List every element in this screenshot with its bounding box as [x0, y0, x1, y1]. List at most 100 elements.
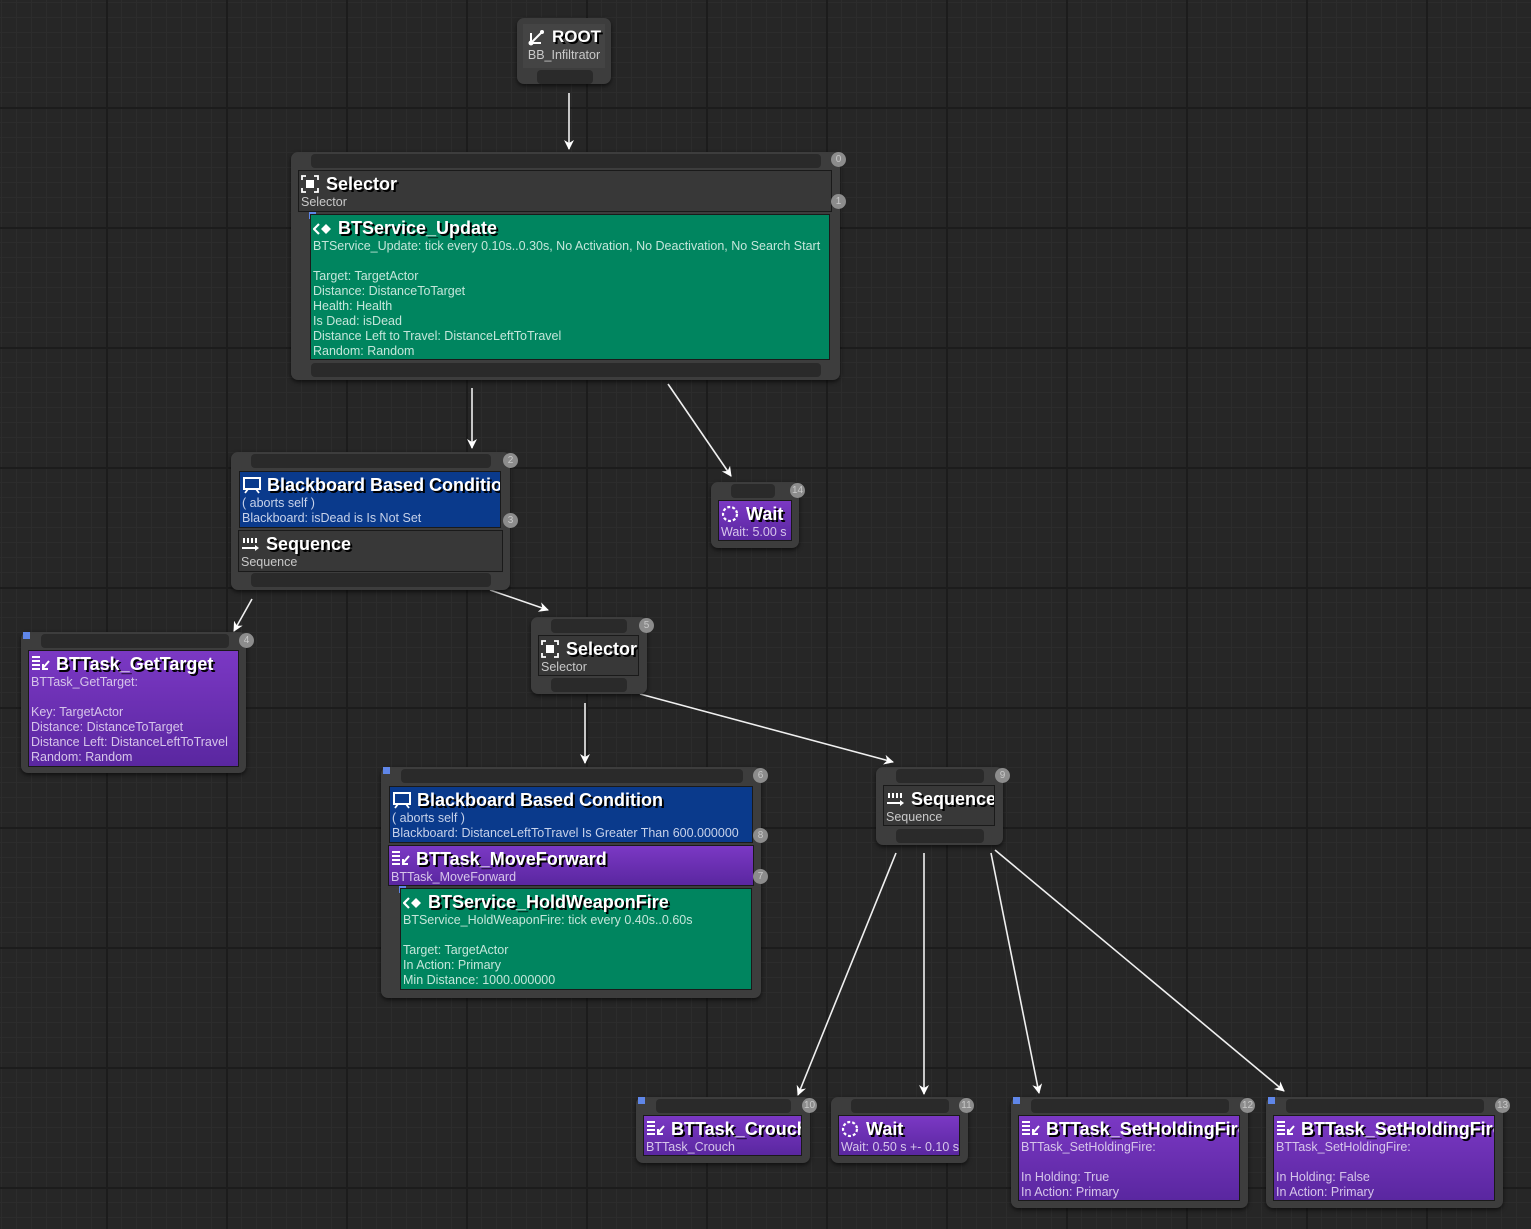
- task-marker: [383, 767, 390, 774]
- execution-index-badge: 9: [995, 768, 1010, 783]
- root-block: ROOT BB_Infiltrator: [523, 24, 605, 68]
- selector-node-inner[interactable]: 5 Selector Selector: [531, 617, 654, 694]
- holdfire-false-details: BTTask_SetHoldingFire: In Holding: False…: [1276, 1140, 1411, 1199]
- execution-index-badge: 10: [802, 1098, 817, 1113]
- holdfire-false-title: BTTask_SetHoldingFire: [1301, 1119, 1495, 1139]
- moveforward-subtitle: BTTask_MoveForward: [391, 870, 517, 884]
- decorator-distance-title: Blackboard Based Condition: [417, 790, 664, 810]
- task-icon: [31, 655, 51, 673]
- service-update-block[interactable]: BTService_Update BTService_Update: tick …: [310, 214, 830, 360]
- edge-sequence-to-selector-inner: [489, 589, 549, 612]
- execution-index-badge: 13: [1495, 1098, 1510, 1113]
- holdfire-true-node[interactable]: 12 BTTask_SetHoldingFire BTTask_SetHoldi…: [1011, 1097, 1255, 1208]
- execution-index-badge: 14: [790, 483, 805, 498]
- decorator-isdead-title: Blackboard Based Condition: [267, 475, 501, 495]
- root-icon: [527, 28, 547, 46]
- holdfire-false-block: BTTask_SetHoldingFire BTTask_SetHoldingF…: [1273, 1115, 1495, 1201]
- execution-index-badge: 1: [831, 194, 846, 209]
- decorator-isdead-block[interactable]: Blackboard Based Condition ( aborts self…: [239, 471, 501, 528]
- moveforward-task-block: BTTask_MoveForward BTTask_MoveForward: [388, 845, 754, 886]
- service-icon: [402, 893, 423, 911]
- edge-sequence-to-holdfire-true: [990, 852, 1043, 1094]
- wait-short-input-pin[interactable]: [851, 1099, 949, 1113]
- selector-main-output-pin[interactable]: [311, 363, 821, 377]
- wait-long-title: Wait: [746, 504, 784, 524]
- sequence-cover-input-pin[interactable]: [896, 769, 984, 783]
- gettarget-block: BTTask_GetTarget BTTask_GetTarget: Key: …: [28, 650, 239, 767]
- service-icon: [312, 219, 333, 237]
- execution-index-badge: 12: [1240, 1098, 1255, 1113]
- wait-node-short[interactable]: 11 Wait Wait: 0.50 s +- 0.10 s: [831, 1097, 974, 1163]
- sequence-cover-output-pin[interactable]: [896, 829, 984, 843]
- task-icon: [391, 850, 411, 868]
- sequence-icon: [886, 790, 906, 808]
- holdfire-false-input-pin[interactable]: [1286, 1099, 1484, 1113]
- selector-inner-title: Selector: [566, 639, 638, 659]
- moveforward-node[interactable]: 6 Blackboard Based Condition ( aborts se…: [381, 767, 768, 998]
- root-node[interactable]: ROOT BB_Infiltrator: [517, 18, 611, 84]
- task-marker: [1013, 1097, 1020, 1104]
- service-holdweaponfire-block[interactable]: BTService_HoldWeaponFire BTService_HoldW…: [400, 888, 752, 990]
- edge-selector-inner-to-sequence-cover: [639, 693, 894, 765]
- selector-node-main[interactable]: 0 Selector Selector 1 BTService_Update B…: [291, 152, 846, 380]
- wait-long-subtitle: Wait: 5.00 s: [721, 525, 787, 539]
- holdfire-true-input-pin[interactable]: [1031, 1099, 1229, 1113]
- gettarget-input-pin[interactable]: [41, 634, 229, 648]
- wait-short-block: Wait Wait: 0.50 s +- 0.10 s: [838, 1115, 960, 1156]
- moveforward-input-pin[interactable]: [401, 769, 743, 783]
- service-update-details: BTService_Update: tick every 0.10s..0.30…: [313, 239, 821, 358]
- selector-main-title: Selector: [326, 174, 398, 194]
- execution-index-badge: 3: [503, 513, 518, 528]
- sequence-node-cover[interactable]: 9 Sequence Sequence: [876, 767, 1010, 845]
- task-icon: [1021, 1120, 1041, 1138]
- edge-sequence-to-crouch: [796, 852, 897, 1096]
- service-holdweaponfire-details: BTService_HoldWeaponFire: tick every 0.4…: [403, 913, 693, 987]
- execution-index-badge: 11: [959, 1098, 974, 1113]
- task-icon: [1276, 1120, 1296, 1138]
- decorator-distance-block[interactable]: Blackboard Based Condition ( aborts self…: [389, 786, 753, 843]
- wait-long-input-pin[interactable]: [731, 484, 775, 498]
- holdfire-true-details: BTTask_SetHoldingFire: In Holding: True …: [1021, 1140, 1156, 1199]
- sequence-alive-subtitle: Sequence: [241, 555, 298, 569]
- selector-main-input-pin[interactable]: [311, 154, 821, 168]
- sequence-alive-output-pin[interactable]: [251, 573, 491, 587]
- sequence-alive-block: Sequence Sequence: [238, 530, 503, 572]
- selector-main-subtitle: Selector: [301, 195, 347, 209]
- holdfire-true-title: BTTask_SetHoldingFire: [1046, 1119, 1240, 1139]
- execution-index-badge: 2: [503, 453, 518, 468]
- edge-sequence-to-holdfire-false: [994, 849, 1285, 1092]
- crouch-title: BTTask_Crouch: [671, 1119, 802, 1139]
- moveforward-title: BTTask_MoveForward: [416, 849, 607, 869]
- execution-index-badge: 8: [753, 828, 768, 843]
- task-marker: [638, 1097, 645, 1104]
- gettarget-node[interactable]: 4 BTTask_GetTarget BTTask_GetTarget: Key…: [21, 632, 254, 773]
- selector-inner-block: Selector Selector: [538, 635, 639, 676]
- selector-inner-output-pin[interactable]: [551, 678, 627, 692]
- service-update-title: BTService_Update: [338, 218, 498, 238]
- root-output-pin[interactable]: [537, 70, 593, 84]
- task-icon: [646, 1120, 666, 1138]
- blackboard-icon: [242, 476, 262, 494]
- service-holdweaponfire-title: BTService_HoldWeaponFire: [428, 892, 669, 912]
- selector-inner-input-pin[interactable]: [551, 619, 627, 633]
- sequence-cover-title: Sequence: [911, 789, 995, 809]
- sequence-cover-subtitle: Sequence: [886, 810, 943, 824]
- selector-main-block: Selector Selector: [298, 170, 832, 212]
- crouch-node[interactable]: 10 BTTask_Crouch BTTask_Crouch: [636, 1097, 817, 1163]
- sequence-cover-block: Sequence Sequence: [883, 785, 995, 826]
- execution-index-badge: 4: [239, 633, 254, 648]
- crouch-input-pin[interactable]: [656, 1099, 791, 1113]
- gettarget-title: BTTask_GetTarget: [56, 654, 214, 674]
- selector-icon: [301, 175, 321, 193]
- sequence-icon: [241, 535, 261, 553]
- wait-node-long[interactable]: 14 Wait Wait: 5.00 s: [711, 482, 805, 548]
- sequence-node-alive[interactable]: 2 Blackboard Based Condition ( aborts se…: [231, 452, 518, 590]
- decorator-isdead-details: ( aborts self ) Blackboard: isDead is Is…: [242, 496, 422, 525]
- holdfire-false-node[interactable]: 13 BTTask_SetHoldingFire BTTask_SetHoldi…: [1266, 1097, 1510, 1208]
- wait-short-title: Wait: [866, 1119, 904, 1139]
- task-marker: [23, 632, 30, 639]
- sequence-alive-title: Sequence: [266, 534, 352, 554]
- sequence-alive-input-pin[interactable]: [251, 454, 491, 468]
- gettarget-details: BTTask_GetTarget: Key: TargetActor Dista…: [31, 675, 228, 764]
- crouch-block: BTTask_Crouch BTTask_Crouch: [643, 1115, 802, 1156]
